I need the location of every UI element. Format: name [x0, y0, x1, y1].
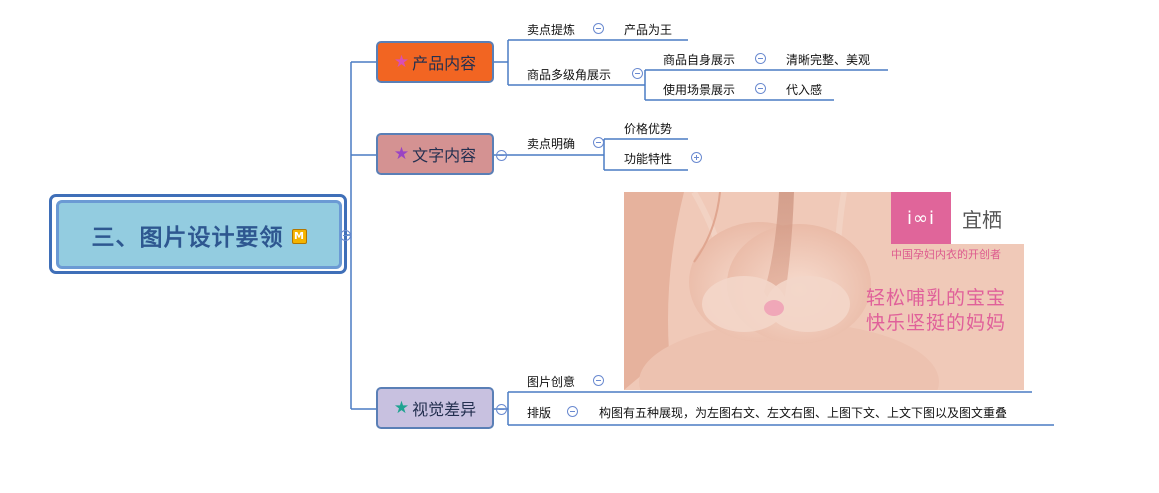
node-collapse-icon[interactable]	[632, 68, 643, 79]
node-collapse-icon[interactable]	[593, 375, 604, 386]
root-collapse-icon[interactable]	[340, 230, 351, 241]
root-node[interactable]: 三、图片设计要领 M	[56, 200, 342, 269]
node-product-is-king[interactable]: 产品为王	[624, 23, 673, 37]
node-collapse-icon[interactable]	[755, 83, 766, 94]
node-multi-angle-display[interactable]: 商品多级角展示	[527, 68, 612, 82]
brand-name: 宜栖	[962, 208, 1002, 232]
node-product-self-display[interactable]: 商品自身展示	[663, 53, 736, 67]
node-price-advantage[interactable]: 价格优势	[624, 122, 673, 136]
node-image-creativity[interactable]: 图片创意	[527, 375, 576, 389]
brand-tagline: 中国孕妇内衣的开创者	[891, 248, 1001, 261]
slogan-line-2: 快乐坚挺的妈妈	[866, 312, 1007, 334]
node-selling-point-extraction[interactable]: 卖点提炼	[527, 23, 576, 37]
node-layout[interactable]: 排版	[527, 406, 552, 420]
node-layout-detail[interactable]: 构图有五种展现，为左图右文、左文右图、上图下文、上文下图以及图文重叠	[599, 406, 1008, 420]
node-functional-features[interactable]: 功能特性	[624, 152, 673, 166]
branch-label: 视觉差异	[412, 400, 477, 419]
branch-label: 文字内容	[412, 146, 477, 165]
node-usage-scene-display[interactable]: 使用场景展示	[663, 83, 736, 97]
branch-collapse-icon[interactable]	[496, 150, 507, 161]
node-collapse-icon[interactable]	[593, 23, 604, 34]
node-collapse-icon[interactable]	[567, 406, 578, 417]
branch-label: 产品内容	[412, 54, 477, 73]
node-clear-selling-point[interactable]: 卖点明确	[527, 137, 576, 151]
star-icon: ★	[393, 52, 410, 72]
star-icon: ★	[393, 398, 410, 418]
star-icon: ★	[393, 144, 410, 164]
brand-logo-mark: i∞i	[891, 192, 951, 244]
branch-collapse-icon[interactable]	[496, 404, 507, 415]
marker-m-icon[interactable]: M	[291, 229, 307, 244]
node-expand-icon[interactable]	[691, 152, 702, 163]
node-immersion[interactable]: 代入感	[786, 83, 823, 97]
branch-visual-difference[interactable]: ★ 视觉差异	[376, 387, 494, 429]
node-clear-complete-beautiful[interactable]: 清晰完整、美观	[786, 53, 871, 67]
root-title: 三、图片设计要领	[91, 224, 284, 251]
branch-text-content[interactable]: ★ 文字内容	[376, 133, 494, 175]
branch-product-content[interactable]: ★ 产品内容	[376, 41, 494, 83]
node-collapse-icon[interactable]	[593, 137, 604, 148]
node-collapse-icon[interactable]	[755, 53, 766, 64]
slogan-line-1: 轻松哺乳的宝宝	[866, 287, 1007, 309]
